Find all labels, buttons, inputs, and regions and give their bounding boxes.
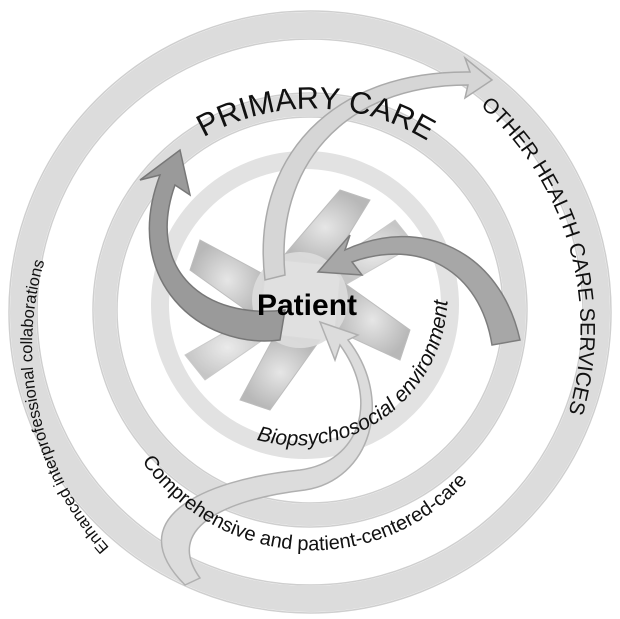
center-label: Patient [257,289,357,322]
arrow-top-right-icon [262,55,494,281]
circulation-arrows [139,55,521,586]
arrow-bottom-up-icon [160,320,373,586]
arrow-left-up-icon [139,148,286,342]
middle-ring [92,92,528,528]
outer-ring [8,10,612,614]
arrow-right-in-icon [316,234,521,346]
